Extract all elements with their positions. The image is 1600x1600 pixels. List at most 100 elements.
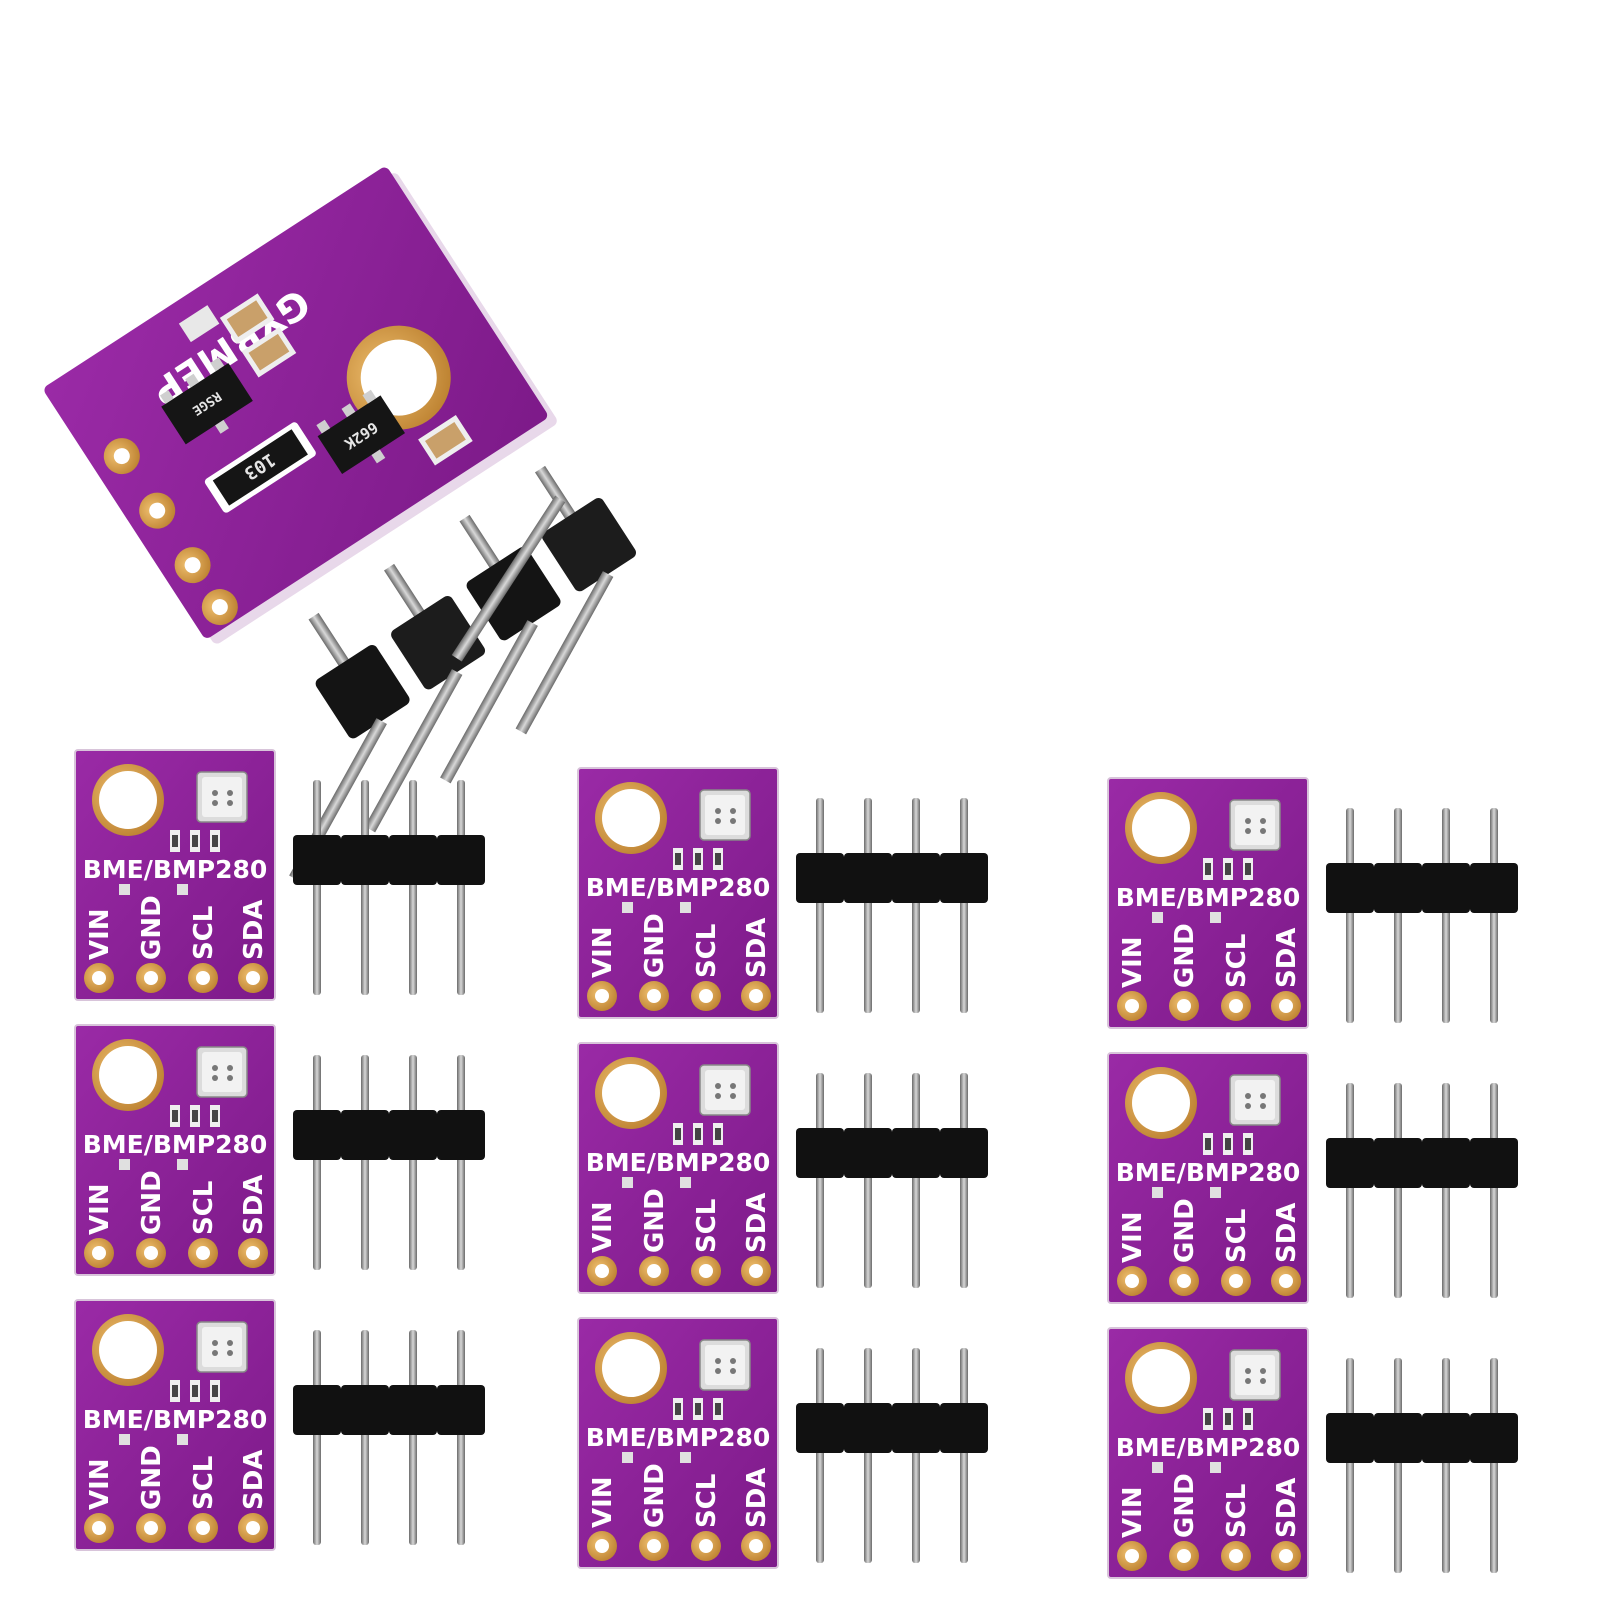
header-block: [389, 1385, 437, 1435]
jumper-pad: [119, 884, 130, 895]
pin-pad: [1117, 1541, 1147, 1571]
pin-label-sda: SDA: [1272, 1478, 1302, 1538]
smd-resistors: [673, 1398, 723, 1420]
header-pin: [1490, 808, 1498, 1023]
header-block: [892, 853, 940, 903]
header-pin: [313, 1330, 321, 1545]
pin-pad: [639, 1531, 669, 1561]
header-pin: [960, 798, 968, 1013]
pin-pad: [84, 1513, 114, 1543]
sensor-chip: [699, 1064, 751, 1116]
header-block: [341, 1385, 389, 1435]
jumper-pad: [622, 902, 633, 913]
pin-label-scl: SCL: [692, 1474, 722, 1528]
pin-pad: [639, 1256, 669, 1286]
mounting-hole: [1125, 792, 1197, 864]
header-block: [844, 1128, 892, 1178]
pin-label-vin: VIN: [1118, 1486, 1148, 1538]
model-label: BME/BMP280: [586, 1423, 771, 1452]
jumper-pad: [680, 1452, 691, 1463]
mounting-hole: [1125, 1342, 1197, 1414]
jumper-pad: [1152, 1462, 1163, 1473]
pin-label-vin: VIN: [1118, 936, 1148, 988]
header-block: [389, 1110, 437, 1160]
pin-pad: [691, 1256, 721, 1286]
pin-label-gnd: GND: [1170, 1198, 1200, 1263]
header-pin: [864, 798, 872, 1013]
pin-pad: [188, 1238, 218, 1268]
jumper-pad: [680, 902, 691, 913]
jumper-pad: [622, 1452, 633, 1463]
pin-label-gnd: GND: [640, 913, 670, 978]
header-block: [796, 853, 844, 903]
pin-pad: [639, 981, 669, 1011]
pin-pad: [741, 1256, 771, 1286]
pin-label-scl: SCL: [692, 924, 722, 978]
pin-label-gnd: GND: [640, 1188, 670, 1253]
header-block: [293, 1110, 341, 1160]
jumper-pad: [1210, 1462, 1221, 1473]
header-block: [940, 1128, 988, 1178]
header-pin: [457, 780, 465, 995]
header-pin: [409, 1055, 417, 1270]
header-block: [1374, 1138, 1422, 1188]
header-pin: [816, 1348, 824, 1563]
pin-pad: [691, 981, 721, 1011]
pin-pad: [1221, 1266, 1251, 1296]
pin-pad: [238, 963, 268, 993]
pin-pad: [136, 1238, 166, 1268]
mounting-hole: [595, 1057, 667, 1129]
pin-pad: [1117, 991, 1147, 1021]
regulator-chip: 662K: [316, 389, 406, 475]
jumper-pad: [1210, 1187, 1221, 1198]
pin-label-scl: SCL: [189, 1181, 219, 1235]
smd-resistors: [1203, 858, 1253, 880]
pin-pad: [238, 1513, 268, 1543]
header-pin: [361, 780, 369, 995]
header-pin: [1394, 808, 1402, 1023]
pin-label-vin: VIN: [588, 1201, 618, 1253]
pin-pad: [84, 963, 114, 993]
header-block: [1326, 863, 1374, 913]
pin-header-3: [293, 1330, 485, 1545]
model-label: BME/BMP280: [586, 873, 771, 902]
header-block: [1326, 1138, 1374, 1188]
pin-label-sda: SDA: [239, 1450, 269, 1510]
pin-pad: [587, 1256, 617, 1286]
header-pin: [457, 1055, 465, 1270]
jumper-pad: [177, 1159, 188, 1170]
header-pin: [1442, 1358, 1450, 1573]
pin-header-7: [1326, 808, 1518, 1023]
pin-label-gnd: GND: [1170, 923, 1200, 988]
header-pin: [912, 798, 920, 1013]
header-block: [1422, 863, 1470, 913]
pin-label-gnd: GND: [137, 1170, 167, 1235]
resistor-network: 103: [204, 422, 316, 513]
smd-resistors: [1203, 1133, 1253, 1155]
header-pin: [1346, 1083, 1354, 1298]
pin-pad: [136, 963, 166, 993]
pin-label-vin: VIN: [85, 1458, 115, 1510]
pin-pad: [587, 1531, 617, 1561]
header-block: [796, 1128, 844, 1178]
sensor-chip: [699, 789, 751, 841]
pin-label-scl: SCL: [189, 1456, 219, 1510]
header-pin: [912, 1073, 920, 1288]
header-pin: [361, 1055, 369, 1270]
model-label: BME/BMP280: [83, 1130, 268, 1159]
pin-header-8: [1326, 1083, 1518, 1298]
header-pin: [1394, 1083, 1402, 1298]
pin-header-9: [1326, 1358, 1518, 1573]
header-pin: [864, 1348, 872, 1563]
pin-header-4: [796, 798, 988, 1013]
pin-label-gnd: GND: [137, 1445, 167, 1510]
pin-label-sda: SDA: [239, 1175, 269, 1235]
pin-pad: [741, 1531, 771, 1561]
pin-label-scl: SCL: [189, 906, 219, 960]
header-block: [1422, 1413, 1470, 1463]
